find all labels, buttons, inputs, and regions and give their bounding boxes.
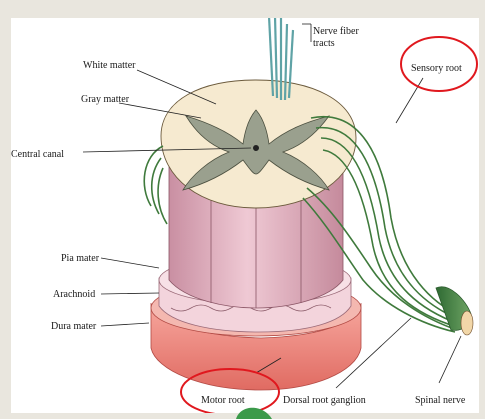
spinal-cord-diagram: White matter Gray matter Central canal N…	[11, 18, 479, 413]
nerve-fiber-tracts	[269, 18, 293, 100]
diagram-panel: White matter Gray matter Central canal N…	[11, 18, 479, 413]
label-central-canal: Central canal	[11, 149, 64, 160]
label-dura-mater: Dura mater	[51, 321, 97, 332]
label-nerve-fiber-tracts-line1: Nerve fiber	[313, 26, 359, 37]
label-nerve-fiber-tracts-line2: tracts	[313, 38, 335, 49]
label-spinal-nerve: Spinal nerve	[415, 395, 466, 406]
label-gray-matter: Gray matter	[81, 94, 130, 105]
label-pia-mater: Pia mater	[61, 253, 100, 264]
label-sensory-root: Sensory root	[411, 63, 462, 74]
label-motor-root: Motor root	[201, 395, 245, 406]
label-white-matter: White matter	[83, 60, 136, 71]
label-dorsal-root-ganglion: Dorsal root ganglion	[283, 395, 366, 406]
label-arachnoid: Arachnoid	[53, 289, 95, 300]
